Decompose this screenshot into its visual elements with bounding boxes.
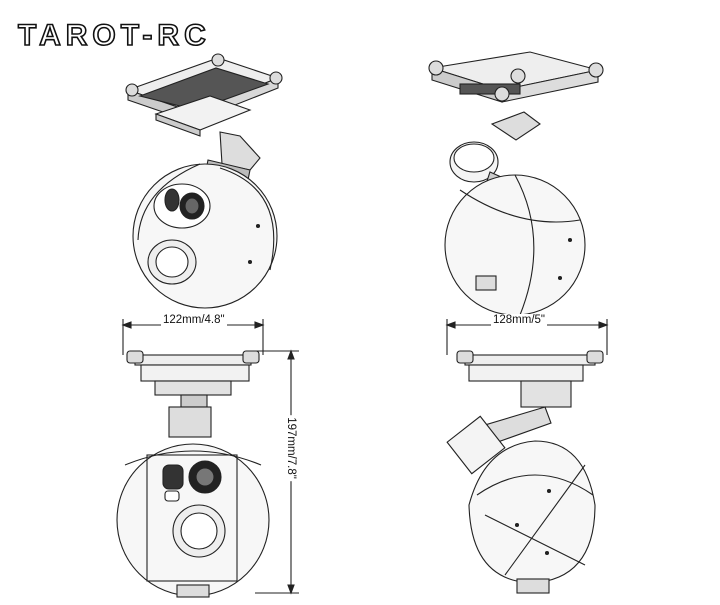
- gimbal-side-view: [425, 315, 625, 600]
- gimbal-front-view: [105, 315, 325, 600]
- brand-logo: TAROT-RC: [14, 18, 274, 53]
- brand-logo-text: TAROT-RC: [18, 19, 211, 52]
- gimbal-isometric-side-view: [420, 40, 620, 320]
- width-side-label: 128mm/5": [491, 314, 548, 326]
- width-front-label: 122mm/4.8": [161, 314, 227, 326]
- gimbal-isometric-front-view: [100, 40, 300, 320]
- height-label: 197mm/7.8": [284, 415, 297, 481]
